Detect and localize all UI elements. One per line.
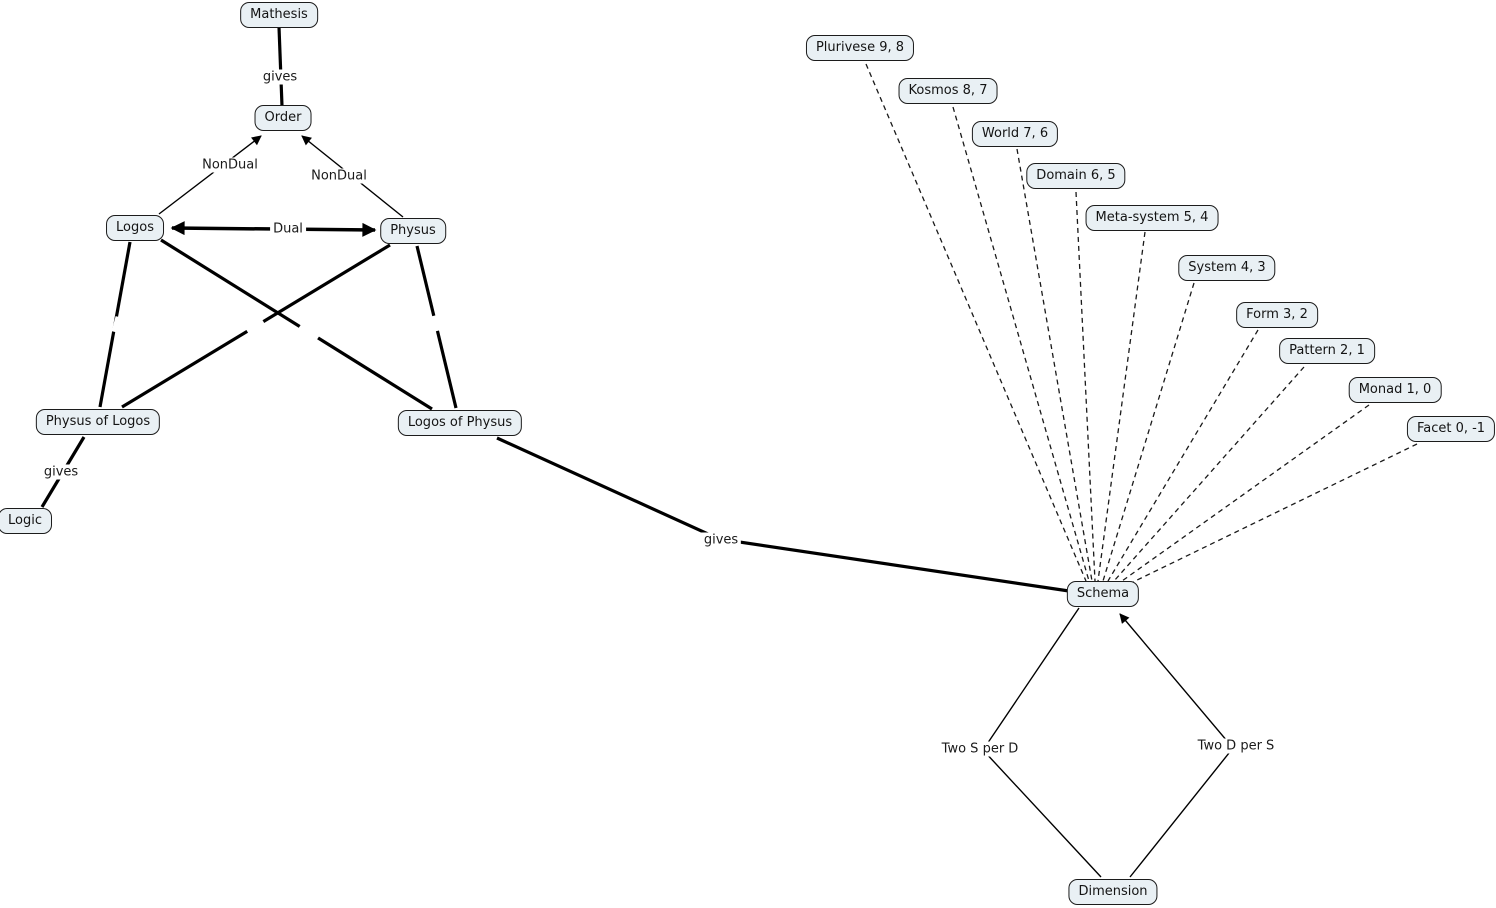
edge-logos-logos-of-physus [160, 238, 433, 411]
edge-kosmos-schema [952, 106, 1090, 582]
node-form: Form 3, 2 [1236, 302, 1318, 328]
node-world: World 7, 6 [971, 121, 1059, 147]
edge-logos-of-physus-schema [496, 436, 1070, 593]
edge-monad-schema [1121, 404, 1370, 582]
edge-pattern-schema [1113, 366, 1305, 582]
edge-label-two-d-per-s: Two D per S [1194, 738, 1278, 754]
node-domain: Domain 6, 5 [1026, 163, 1126, 189]
edge-mathesis-order [277, 26, 284, 107]
edge-gap [245, 318, 265, 334]
edge-plurivese-schema [865, 63, 1087, 582]
edge-label-gives-logic: gives [40, 464, 82, 480]
edge-form-schema [1107, 329, 1259, 582]
node-order: Order [254, 105, 312, 131]
edge-logos-order [158, 135, 262, 215]
node-logos: Logos [106, 215, 164, 241]
node-meta-system: Meta-system 5, 4 [1085, 205, 1219, 231]
edge-label-two-s-per-d: Two S per D [938, 741, 1022, 757]
node-pattern: Pattern 2, 1 [1279, 338, 1375, 364]
edge-facet-schema [1130, 443, 1418, 584]
edge-system-schema [1102, 282, 1195, 582]
edge-gap [111, 316, 123, 333]
node-physus-of-logos: Physus of Logos [35, 409, 161, 435]
edge-domain-schema [1075, 191, 1096, 582]
edge-label-nondual-logos: NonDual [199, 157, 261, 173]
node-kosmos: Kosmos 8, 7 [898, 78, 998, 104]
node-mathesis: Mathesis [240, 2, 318, 28]
edge-label-gives-schema: gives [700, 532, 742, 548]
edge-meta-system-schema [1097, 231, 1146, 582]
node-facet: Facet 0, -1 [1406, 416, 1496, 442]
edge-label-gives-mathesis-order: gives [259, 69, 301, 85]
edge-label-nondual-physus: NonDual [308, 168, 370, 184]
node-logic: Logic [0, 508, 52, 534]
edge-world-schema [1016, 148, 1093, 582]
node-monad: Monad 1, 0 [1348, 377, 1442, 403]
edge-gap [429, 315, 441, 332]
edge-label-dual: Dual [270, 221, 306, 237]
node-plurivese: Plurivese 9, 8 [805, 35, 915, 61]
node-system: System 4, 3 [1178, 255, 1276, 281]
node-dimension: Dimension [1068, 879, 1158, 905]
edge-gap [298, 323, 320, 341]
node-schema: Schema [1066, 581, 1140, 607]
node-physus: Physus [380, 218, 446, 244]
node-logos-of-physus: Logos of Physus [397, 410, 523, 436]
